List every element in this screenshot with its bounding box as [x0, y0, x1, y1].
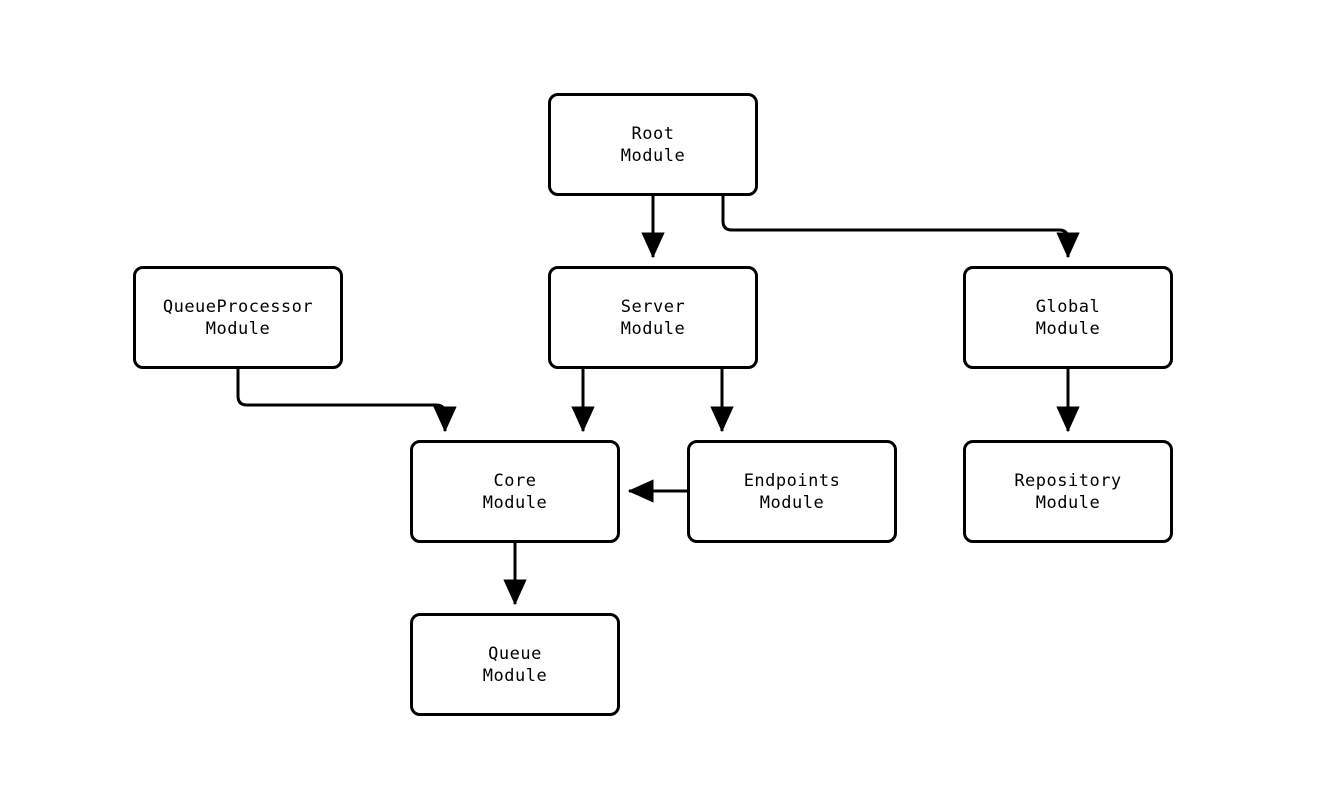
node-repository-label-line2: Module [1035, 492, 1101, 513]
node-queueprocessor-label-line1: QueueProcessor [162, 296, 314, 317]
edge-queueprocessor-to-core [236, 369, 457, 433]
node-root-label-line1: Root [631, 123, 675, 144]
node-repository-label-line1: Repository [1014, 470, 1122, 491]
node-endpoints-label-line2: Module [759, 492, 825, 513]
node-global-label-line1: Global [1035, 296, 1101, 317]
node-queue-label-line2: Module [482, 665, 548, 686]
edge-root-to-global [721, 196, 1080, 259]
node-global-label-line2: Module [1035, 318, 1101, 339]
node-root-label-line2: Module [620, 145, 686, 166]
node-queueprocessor-label-line2: Module [205, 318, 271, 339]
node-core-label-line1: Core [493, 470, 537, 491]
node-queue-label-line1: Queue [488, 643, 542, 664]
node-server-label-line2: Module [620, 318, 686, 339]
node-endpoints-label-line1: Endpoints [743, 470, 841, 491]
node-core-label-line2: Module [482, 492, 548, 513]
node-server-label-line1: Server [620, 296, 686, 317]
